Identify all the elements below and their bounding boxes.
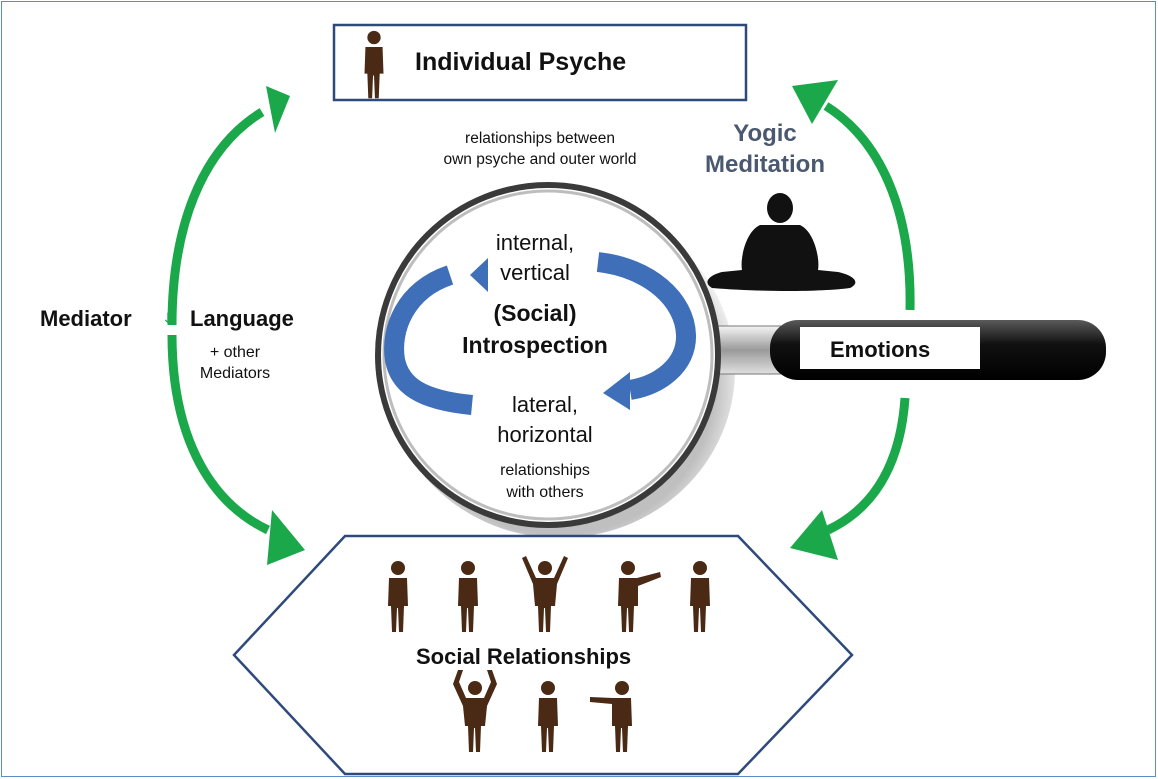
other-mediators-line-2: Mediators: [199, 365, 271, 382]
relationships-top-text: relationships between own psyche and out…: [390, 128, 690, 170]
emotions-label: Emotions: [830, 337, 931, 362]
green-arrow-left-down: [167, 334, 270, 535]
green-arrow-left-up: [167, 108, 265, 326]
language-label: Language: [190, 306, 294, 331]
internal-line-2: vertical: [500, 260, 570, 285]
people-group: [388, 556, 710, 752]
introspection-line-1: (Social): [493, 300, 577, 326]
lateral-horizontal-text: lateral, horizontal: [465, 390, 625, 450]
green-arrow-right-down: [826, 397, 910, 535]
internal-vertical-text: internal, vertical: [460, 228, 610, 288]
other-mediators-line-1: + other: [209, 344, 261, 361]
lens-rim-inner: [382, 189, 714, 521]
lateral-line-1: lateral,: [511, 392, 579, 417]
blue-arrow-left: [384, 265, 474, 415]
individual-psyche-box: [332, 23, 748, 102]
meditation-figure: [707, 193, 856, 291]
relationships-top-line-2: own psyche and outer world: [443, 151, 637, 168]
internal-line-1: internal,: [495, 230, 575, 255]
yogic-meditation-label: Yogic Meditation: [692, 118, 838, 180]
social-relationships-label: Social Relationships: [416, 644, 632, 669]
arrowhead-left-up: [266, 86, 290, 133]
emotions-label-box: [800, 327, 980, 369]
lateral-line-2: horizontal: [497, 422, 593, 447]
relationships-bottom-line-1: relationships: [500, 462, 590, 479]
arrowhead-left-down: [267, 510, 305, 565]
relationships-bottom-line-2: with others: [506, 484, 584, 501]
yogic-line-2: Meditation: [705, 151, 825, 178]
relationships-top-line-1: relationships between: [465, 130, 615, 147]
mediator-label: Mediator: [40, 306, 132, 331]
blue-arrow-right: [596, 252, 696, 400]
individual-psyche-label: Individual Psyche: [415, 48, 627, 76]
blue-arrowhead-right: [603, 372, 630, 410]
yogic-line-1: Yogic: [733, 120, 797, 147]
social-introspection-text: (Social) Introspection: [430, 297, 640, 361]
arrowhead-right-down: [790, 510, 838, 560]
introspection-line-2: Introspection: [462, 332, 608, 358]
double-chevron-icon: ⇵: [164, 310, 176, 326]
arrowhead-right-up: [792, 80, 838, 124]
relationships-bottom-text: relationships with others: [470, 460, 620, 504]
blue-arrowhead-left: [470, 258, 488, 292]
green-arrow-right-up: [823, 102, 915, 311]
other-mediators-text: + other Mediators: [190, 342, 280, 384]
